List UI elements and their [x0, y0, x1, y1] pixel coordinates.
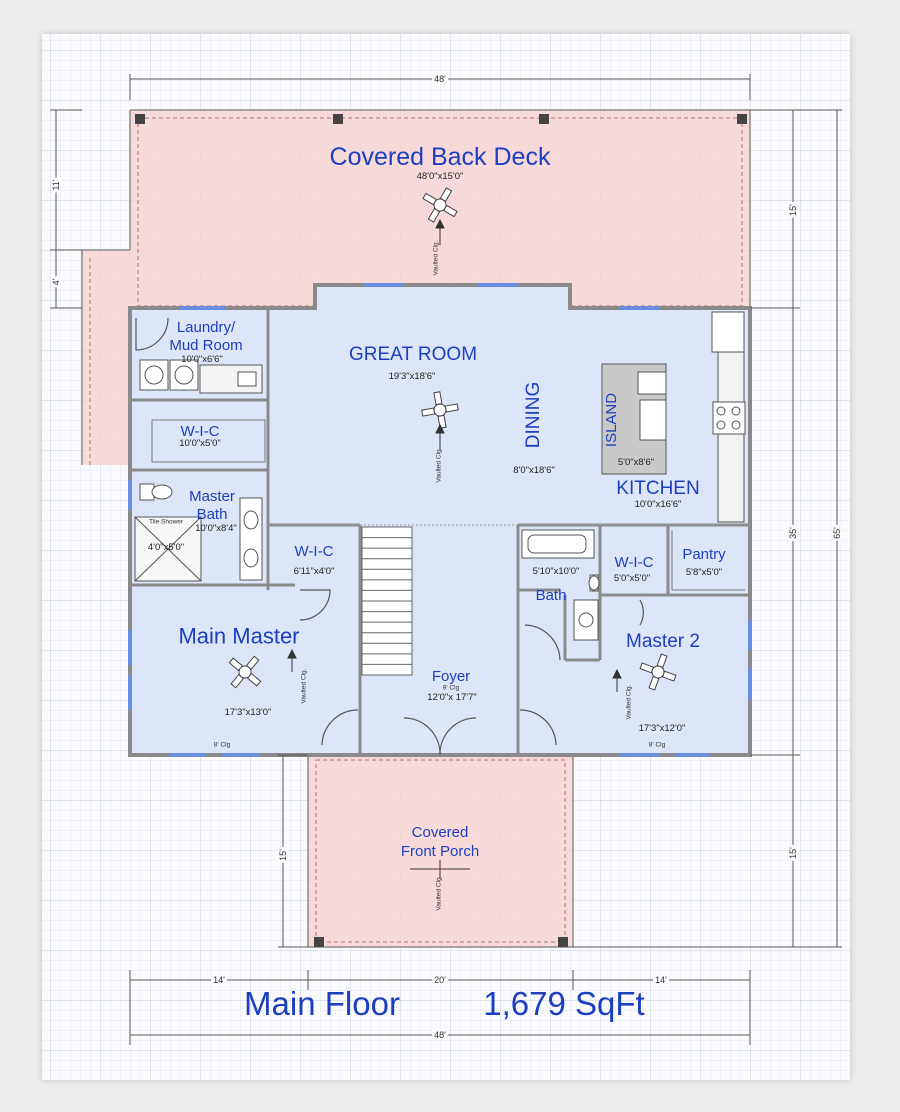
bath-fixtures — [521, 529, 600, 641]
tile-shower-name: Tile Shower — [148, 518, 184, 526]
dim-right-deck: 15' — [788, 202, 798, 218]
front-porch-vaulted: Vaulted Clg. — [435, 875, 443, 911]
dim-left-step: 4' — [51, 276, 61, 288]
foyer-name: Foyer — [431, 668, 471, 686]
foyer-size: 12'0"x 17'7" — [427, 692, 477, 704]
wic-master2-name: W-I-C — [614, 554, 654, 572]
bath-name: Bath — [535, 587, 567, 605]
kitchen-size: 10'0"x16'6" — [634, 499, 682, 511]
master2-ceiling: 8' Clg — [648, 741, 666, 749]
plan-area: 1,679 SqFt — [483, 985, 645, 1022]
dim-bottom-left: 14' — [211, 975, 227, 985]
main-master-vaulted: Vaulted Clg. — [300, 668, 308, 704]
master-bath-fixtures — [134, 483, 263, 582]
dim-right-house: 35' — [788, 525, 798, 541]
dim-top-width: 48' — [432, 74, 448, 84]
pantry-size: 5'8"x5'0" — [685, 567, 723, 579]
back-deck-size: 48'0"x15'0" — [416, 171, 464, 183]
dim-left-deck: 11' — [51, 177, 61, 193]
plan-title: Main Floor — [244, 985, 400, 1022]
wic-main-name: W-I-C — [294, 543, 334, 561]
master-bath-name-1: Master — [189, 488, 235, 506]
main-master-ceiling: 8' Clg — [213, 741, 231, 749]
wic-master2-size: 5'0"x5'0" — [613, 573, 651, 585]
back-deck-name: Covered Back Deck — [329, 142, 551, 171]
master2-name: Master 2 — [626, 631, 700, 653]
great-room-size: 19'3"x18'6" — [388, 371, 436, 383]
tile-shower-size: 4'0"x5'0" — [147, 542, 185, 554]
dim-bottom-center: 20' — [432, 975, 448, 985]
back-deck — [81, 109, 751, 465]
main-master-name: Main Master — [178, 623, 300, 649]
washer-dryer — [139, 359, 263, 394]
great-room-vaulted: Vaulted Clg. — [435, 447, 443, 483]
dim-right-porch: 15' — [788, 845, 798, 861]
pantry-name: Pantry — [682, 546, 726, 564]
wic-master-bath-name: W-I-C — [180, 423, 220, 441]
laundry-name-1: Laundry/ — [176, 319, 236, 337]
great-room-name: GREAT ROOM — [348, 344, 478, 366]
kitchen-name: KITCHEN — [616, 478, 700, 500]
doors — [135, 317, 644, 756]
staircase — [361, 526, 413, 676]
interior-walls — [130, 308, 750, 755]
wic-master-bath-size: 10'0"x5'0" — [179, 438, 221, 450]
island-size: 5'0"x8'6" — [617, 457, 655, 469]
front-porch-name-1: Covered — [411, 824, 469, 842]
master-bath-size: 10'0"x8'4" — [195, 523, 237, 535]
windows — [128, 283, 752, 757]
island-name: ISLAND — [603, 392, 621, 448]
front-porch-name-2: Front Porch — [400, 843, 480, 861]
dining-name: DINING — [523, 381, 545, 449]
laundry-name-2: Mud Room — [169, 337, 243, 355]
back-deck-vaulted: Vaulted Clg. — [432, 240, 440, 276]
bath-size: 5'10"x10'0" — [532, 566, 580, 578]
master2-size: 17'3"x12'0" — [638, 723, 686, 735]
front-porch — [307, 755, 574, 948]
dim-right-total: 65' — [832, 525, 842, 541]
dining-size: 8'0"x18'6" — [513, 465, 555, 477]
wic-main-size: 6'11"x4'0" — [293, 566, 335, 578]
dim-bottom-right: 14' — [653, 975, 669, 985]
laundry-size: 10'0"x6'6" — [181, 354, 223, 366]
foyer-ceiling: 9' Clg — [442, 684, 460, 692]
main-master-size: 17'3"x13'0" — [224, 707, 272, 719]
ceiling-fans — [228, 187, 677, 691]
master-bath-name-2: Bath — [196, 506, 228, 524]
master2-vaulted: Vaulted Clg. — [625, 684, 633, 720]
dim-bottom-width: 48' — [432, 1030, 448, 1040]
dim-left-porch: 15' — [278, 847, 288, 863]
kitchen-fixtures — [601, 311, 746, 523]
